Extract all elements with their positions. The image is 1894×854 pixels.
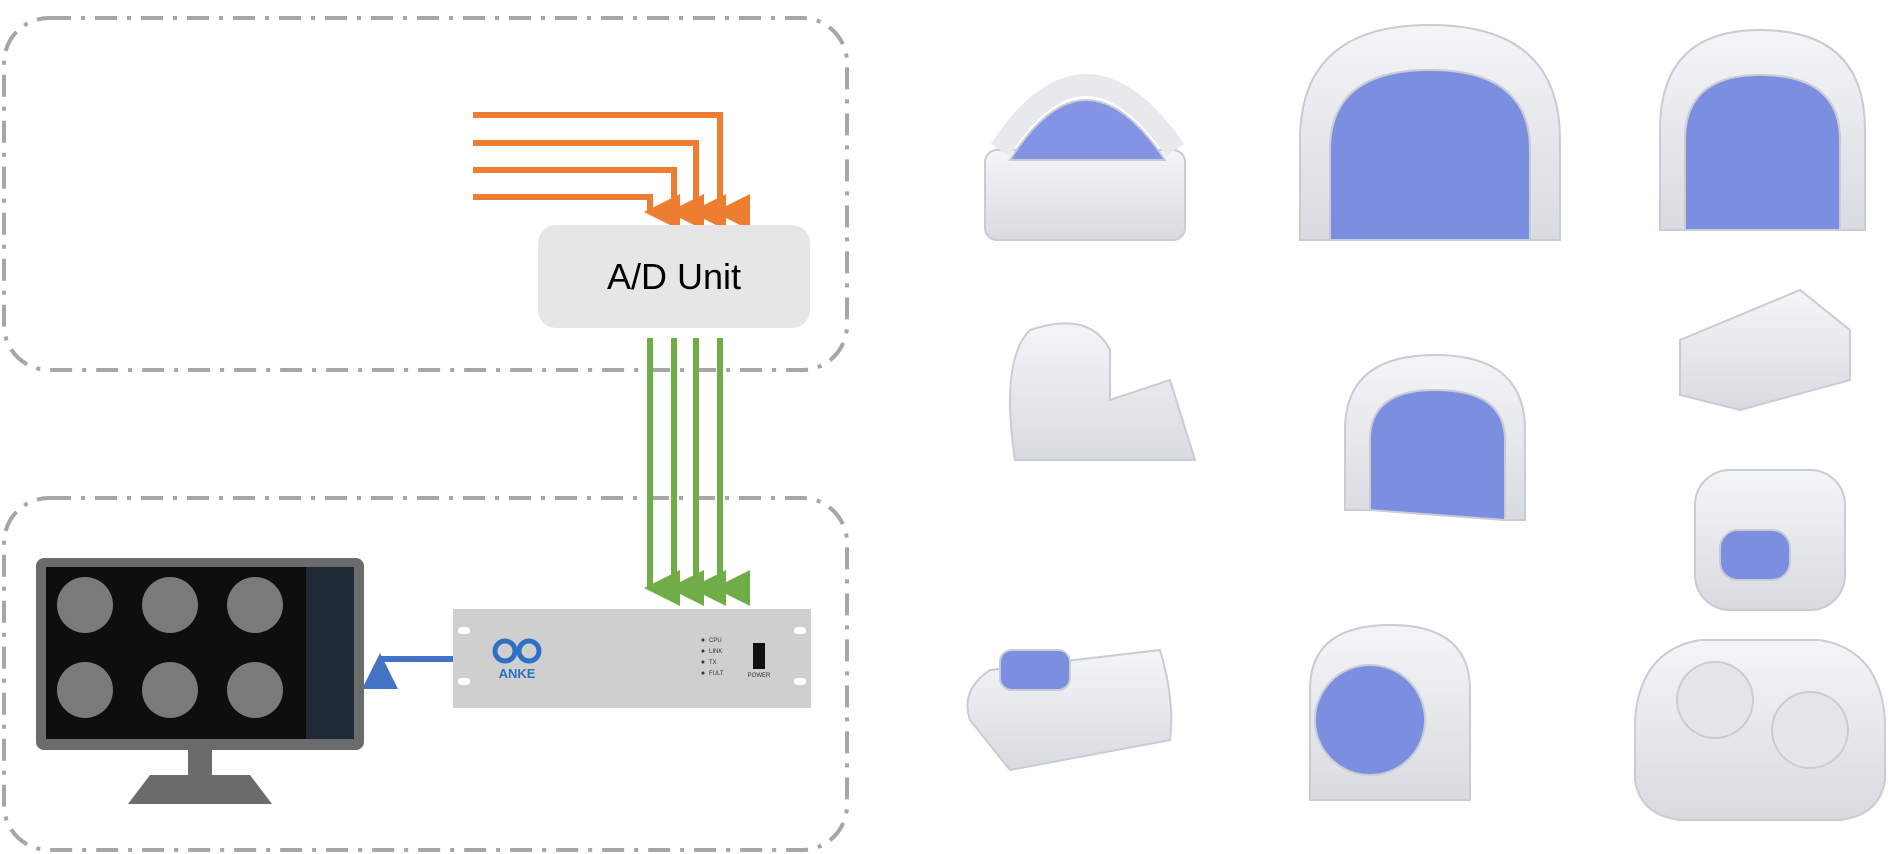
ad-unit-label: A/D Unit bbox=[607, 256, 741, 297]
input-arrow bbox=[473, 167, 704, 230]
bottom-group-box bbox=[2, 496, 849, 852]
rack-unit: ANKE CPU LINK TX FULT POWER bbox=[453, 609, 811, 708]
rack-brand: ANKE bbox=[499, 666, 536, 681]
breast-coil-image bbox=[1634, 639, 1886, 821]
coil-products bbox=[966, 23, 1886, 821]
power-switch[interactable] bbox=[753, 643, 765, 669]
top-group-box bbox=[2, 16, 849, 372]
power-label: POWER bbox=[748, 673, 771, 679]
input-arrow bbox=[473, 194, 680, 230]
indicator-label: CPU bbox=[709, 638, 722, 644]
indicator-label: LINK bbox=[709, 649, 722, 655]
ankle-coil-image bbox=[966, 648, 1173, 772]
medium-coil-image bbox=[1659, 28, 1866, 231]
head-coil-image bbox=[984, 74, 1186, 241]
knee-coil-image bbox=[1694, 469, 1846, 611]
indicator-label: FULT bbox=[709, 671, 724, 677]
input-arrow bbox=[473, 112, 750, 230]
large-coil-image bbox=[1299, 23, 1561, 241]
small-coil-image bbox=[1344, 353, 1526, 522]
wrist-coil-image bbox=[1679, 288, 1851, 412]
round-head-coil-image bbox=[1309, 623, 1471, 801]
input-arrow bbox=[473, 140, 726, 230]
analog-input-arrows bbox=[473, 112, 750, 230]
monitor-icon bbox=[36, 558, 364, 804]
ad-unit-box: A/D Unit bbox=[538, 225, 810, 328]
foot-coil-image bbox=[1009, 322, 1197, 461]
anke-logo-icon bbox=[492, 638, 542, 664]
digital-output-arrows bbox=[644, 338, 750, 606]
indicator-label: TX bbox=[709, 660, 717, 666]
